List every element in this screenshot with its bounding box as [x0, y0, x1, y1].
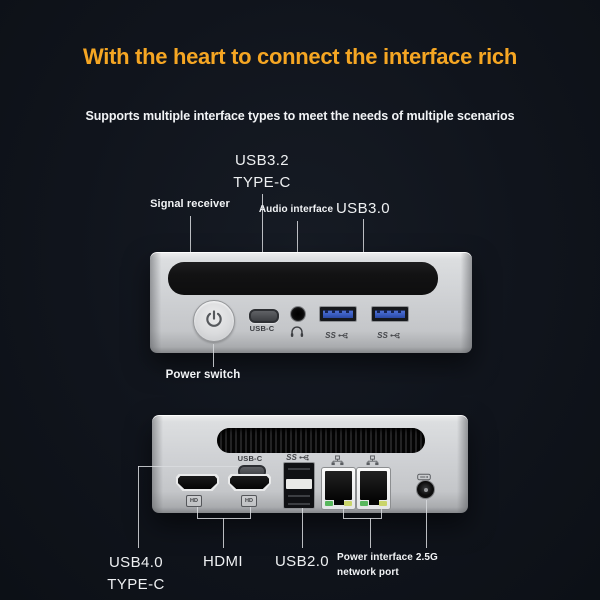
hdmi-port-2-opening [230, 476, 269, 489]
usb3-port-1[interactable] [319, 306, 357, 322]
label-power-network: Power interface 2.5G network port [337, 550, 467, 580]
label-power-switch: Power switch [165, 369, 241, 381]
label-power-network-line2: network port [337, 567, 399, 578]
dc-plug-icon [417, 468, 431, 486]
usb3-port-2-tongue [375, 310, 405, 318]
usb3-ss-marking-2: SS [371, 326, 407, 344]
leader-line-dc-power [426, 500, 427, 548]
leader-bracket-hdmi [197, 518, 251, 519]
leader-bracket-ethernet [343, 518, 382, 519]
label-usb40-line2: TYPE-C [107, 576, 165, 593]
ss-text: SS [286, 452, 297, 462]
mini-pc-front: USB-C SS [150, 252, 472, 353]
label-signal-receiver: Signal receiver [150, 198, 230, 210]
ss-text: SS [325, 330, 336, 340]
network-icon [366, 453, 379, 471]
ethernet-port-1-led-left [325, 501, 333, 506]
ethernet-port-1-notch [333, 499, 344, 505]
hd-badge-2: HD [241, 495, 257, 507]
leader-line-usb40-vertical [138, 466, 139, 548]
leader-line-ethernet [370, 518, 371, 548]
page-title: With the heart to connect the interface … [83, 44, 517, 69]
usb3-port-2[interactable] [371, 306, 409, 322]
label-usb20: USB2.0 [274, 553, 330, 570]
ethernet-port-2-opening [360, 471, 387, 500]
dc-power-jack-pin [423, 487, 428, 492]
rear-vent [217, 428, 425, 453]
power-icon [204, 309, 224, 334]
leader-line-power-switch [213, 344, 214, 367]
usb2-top-slot [288, 468, 310, 470]
usb2-port-stack[interactable] [283, 462, 315, 509]
usb-c-port-back-label: USB-C [237, 454, 263, 463]
usb3-port-1-tongue [323, 310, 353, 318]
usb3-port-2-pins [377, 310, 403, 313]
audio-jack[interactable] [290, 306, 306, 322]
usb-c-port-front-label: USB-C [249, 324, 275, 333]
usb3-port-1-pins [325, 310, 351, 313]
ethernet-port-2-led-left [360, 501, 368, 506]
label-usb32-line1: USB3.2 [234, 152, 290, 169]
leader-stub-hdmi-right [250, 507, 251, 518]
leader-line-usb20 [302, 508, 303, 548]
ethernet-port-1-led-right [344, 501, 352, 506]
leader-line-usb40-horizontal [138, 466, 238, 467]
ethernet-port-2[interactable] [356, 467, 391, 510]
usb-trident-icon [338, 326, 349, 344]
usb3-ss-marking-1: SS [319, 326, 355, 344]
label-power-network-line1: Power interface 2.5G [337, 552, 438, 563]
leader-stub-ethernet-left [343, 509, 344, 518]
network-icon [331, 453, 344, 471]
usb2-divider [286, 479, 312, 489]
ethernet-port-1-opening [325, 471, 352, 500]
usb-trident-icon [299, 448, 310, 466]
leader-line-hdmi [223, 518, 224, 548]
label-usb40-line1: USB4.0 [108, 554, 164, 571]
hdmi-port-1-opening [178, 476, 217, 489]
usb-c-port-front[interactable] [249, 309, 279, 323]
usb-ss-marking-back: SS [283, 448, 313, 466]
mini-pc-back: USB-C HD HD SS [152, 415, 468, 513]
leader-stub-ethernet-right [381, 509, 382, 518]
hd-badge-1: HD [186, 495, 202, 507]
front-ir-window [168, 262, 438, 295]
label-usb30: USB3.0 [335, 200, 391, 217]
usb-trident-icon [390, 326, 401, 344]
page-subtitle: Supports multiple interface types to mee… [85, 109, 515, 123]
ethernet-port-2-notch [368, 499, 379, 505]
dc-power-jack[interactable] [416, 480, 435, 499]
hdmi-port-2[interactable] [228, 474, 271, 491]
leader-line-signal-receiver [190, 216, 191, 273]
label-usb32-typec: USB3.2 TYPE-C [202, 150, 322, 194]
leader-line-usb32 [262, 194, 263, 306]
label-audio-interface: Audio interface [258, 204, 334, 215]
headphone-icon [290, 325, 304, 337]
hdmi-port-1[interactable] [176, 474, 219, 491]
power-button[interactable] [193, 300, 235, 342]
leader-stub-hdmi-left [197, 507, 198, 518]
label-hdmi: HDMI [203, 553, 243, 570]
ss-text: SS [377, 330, 388, 340]
ethernet-port-2-led-right [379, 501, 387, 506]
usb2-bottom-edge [288, 503, 310, 505]
label-usb40-typec: USB4.0 TYPE-C [86, 552, 186, 596]
usb2-bottom-slot [288, 495, 310, 497]
ethernet-port-1[interactable] [321, 467, 356, 510]
label-usb32-line2: TYPE-C [233, 174, 291, 191]
